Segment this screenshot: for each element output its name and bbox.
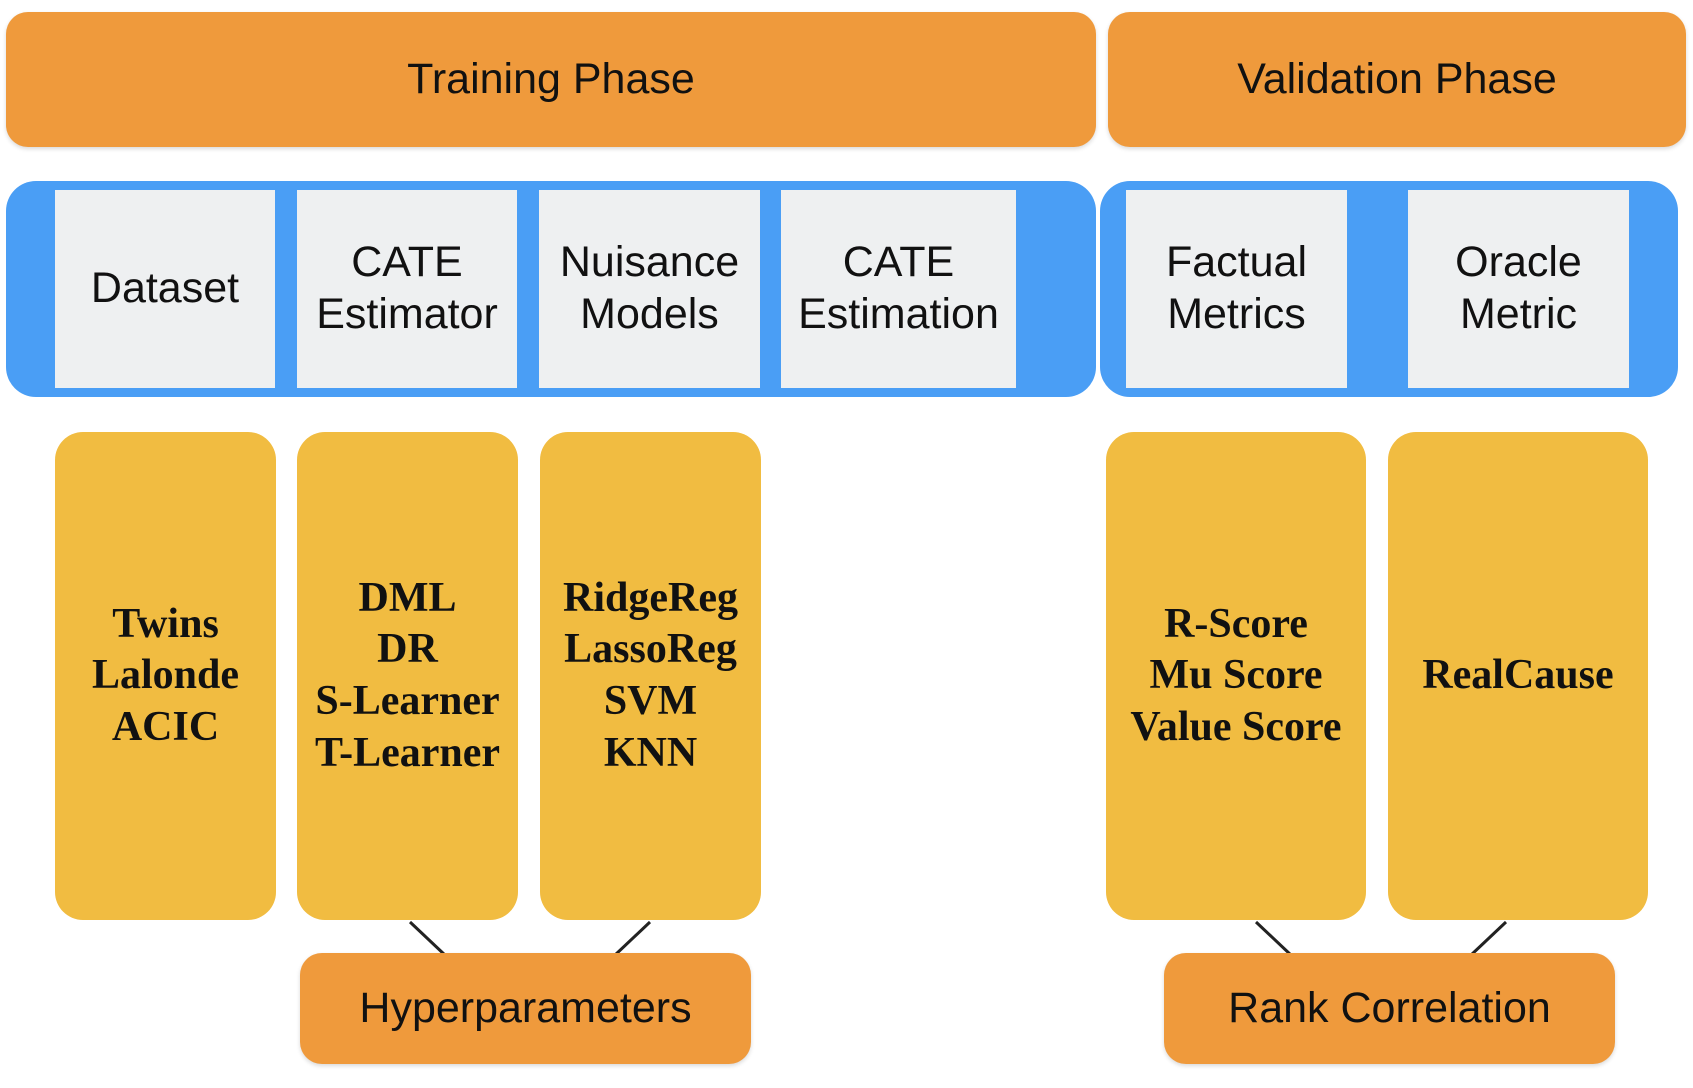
connector-oracle-rank xyxy=(1468,920,1508,958)
rank-correlation-label: Rank Correlation xyxy=(1228,984,1551,1032)
cate-estimation-card: CATE Estimation xyxy=(781,190,1016,388)
oracle-metric-list: RealCause xyxy=(1388,432,1648,920)
nuisance-models-card: Nuisance Models xyxy=(539,190,760,388)
connector-estimator-hyperparameters xyxy=(408,920,448,958)
hyperparameters-label: Hyperparameters xyxy=(359,984,692,1032)
dataset-card: Dataset xyxy=(55,190,275,388)
dataset-list: Twins Lalonde ACIC xyxy=(55,432,276,920)
training-phase-header: Training Phase xyxy=(6,12,1096,147)
validation-phase-header: Validation Phase xyxy=(1108,12,1686,147)
oracle-metric-card: Oracle Metric xyxy=(1408,190,1629,388)
rank-correlation-box: Rank Correlation xyxy=(1164,953,1615,1064)
training-phase-label: Training Phase xyxy=(407,55,695,103)
hyperparameters-box: Hyperparameters xyxy=(300,953,751,1064)
nuisance-model-list: RidgeReg LassoReg SVM KNN xyxy=(540,432,761,920)
connector-factual-rank xyxy=(1254,920,1294,958)
validation-phase-label: Validation Phase xyxy=(1237,55,1557,103)
connector-nuisance-hyperparameters xyxy=(612,920,652,958)
factual-metrics-card: Factual Metrics xyxy=(1126,190,1347,388)
factual-metric-list: R-Score Mu Score Value Score xyxy=(1106,432,1366,920)
cate-estimator-card: CATE Estimator xyxy=(297,190,517,388)
estimator-list: DML DR S-Learner T-Learner xyxy=(297,432,518,920)
